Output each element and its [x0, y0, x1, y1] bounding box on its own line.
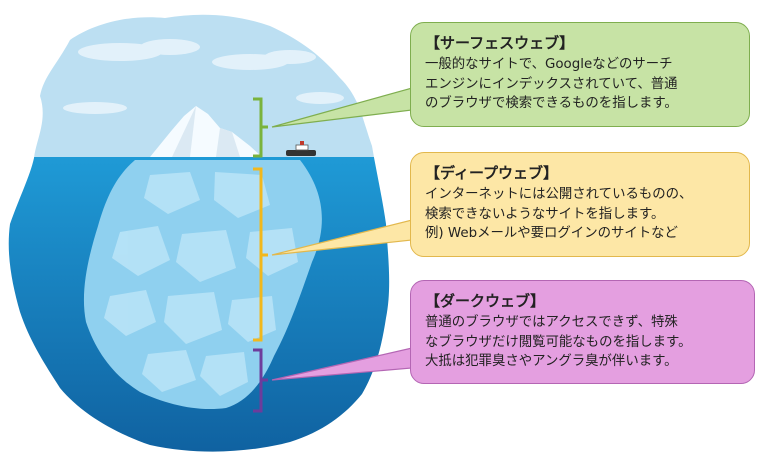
surface-web-callout: 【サーフェスウェブ】 一般的なサイトで、Googleなどのサーチ エンジンにイン…: [410, 22, 750, 127]
callout-title: 【ダークウェブ】: [425, 292, 546, 310]
callout-pointers: [271, 87, 413, 381]
callout-line: エンジンにインデックスされていて、普通: [425, 76, 678, 92]
callout-line: 検索できないようなサイトを指します。: [425, 206, 665, 222]
clouds: [63, 39, 344, 114]
callout-title: 【サーフェスウェブ】: [425, 34, 575, 52]
dark-web-callout: 【ダークウェブ】 普通のブラウザではアクセスできず、特殊 なブラウザだけ閲覧可能…: [410, 280, 755, 384]
callout-line: インターネットには公開されているものの、: [425, 187, 693, 202]
callout-line: 普通のブラウザではアクセスできず、特殊: [425, 315, 678, 330]
callout-title: 【ディープウェブ】: [425, 164, 559, 182]
deep-web-callout: 【ディープウェブ】 インターネットには公開されているものの、 検索できないような…: [410, 152, 750, 257]
ship-icon: [286, 141, 316, 156]
callout-line: 大抵は犯罪臭さやアングラ臭が伴います。: [425, 354, 678, 369]
callout-line: なブラウザだけ閲覧可能なものを指します。: [425, 334, 692, 350]
callout-line: 一般的なサイトで、Googleなどのサーチ: [425, 57, 673, 72]
layer-brackets: [253, 97, 268, 413]
iceberg-tip: [150, 106, 262, 157]
callout-line: 例) Webメールや要ログインのサイトなど: [425, 226, 678, 241]
callout-line: のブラウザで検索できるものを指します。: [425, 96, 678, 111]
